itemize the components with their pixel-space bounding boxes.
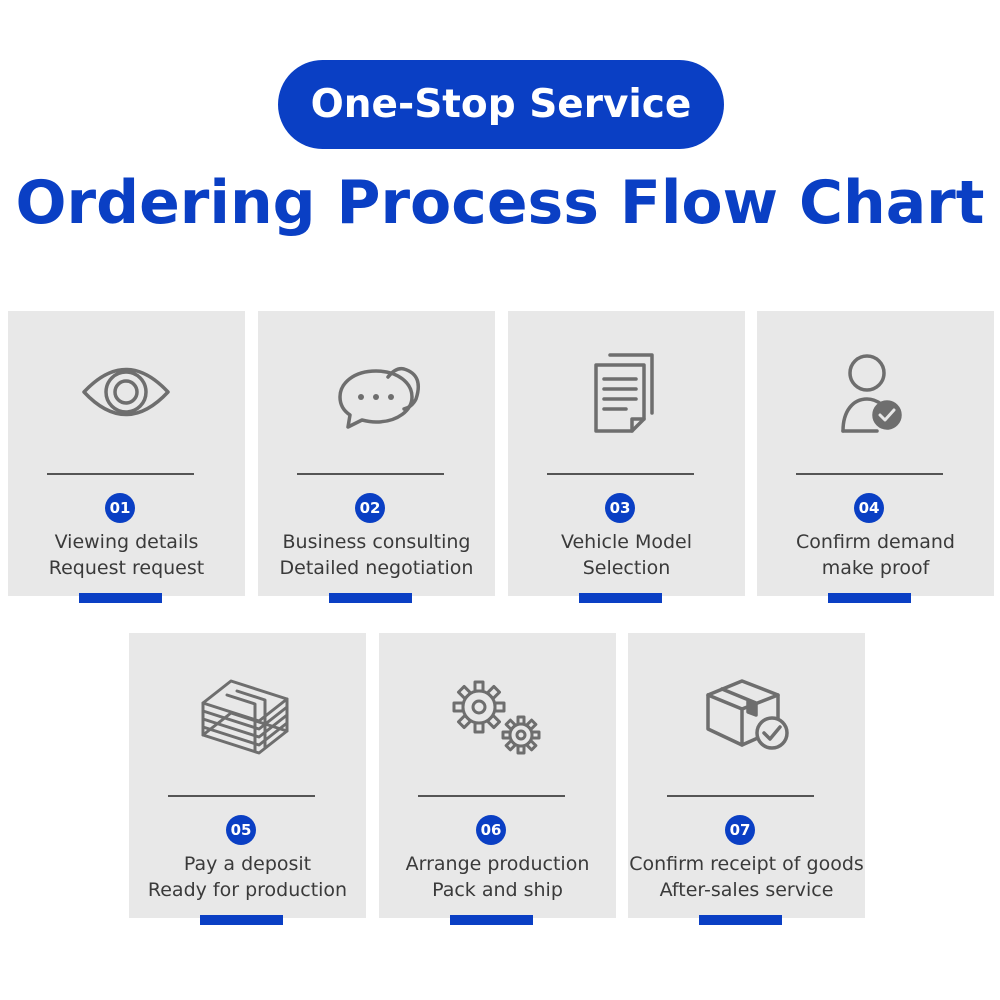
step-subtitle: Ready for production xyxy=(147,879,348,901)
step-subtitle: Pack and ship xyxy=(432,879,563,901)
step-number: 05 xyxy=(226,815,256,845)
package-check-icon xyxy=(686,669,806,759)
divider xyxy=(297,473,444,475)
accent-bar xyxy=(200,915,283,925)
divider xyxy=(667,795,814,797)
money-stack-icon xyxy=(187,669,307,759)
step-subtitle: After-sales service xyxy=(659,879,834,901)
step-number: 02 xyxy=(355,493,385,523)
eye-icon xyxy=(66,347,186,437)
step-card-02: 02 Business consulting Detailed negotiat… xyxy=(258,311,495,603)
accent-bar xyxy=(579,593,662,603)
step-title: Viewing details xyxy=(54,531,199,553)
divider xyxy=(796,473,943,475)
step-card-06: 06 Arrange production Pack and ship xyxy=(379,633,616,925)
step-number: 03 xyxy=(605,493,635,523)
step-number: 07 xyxy=(725,815,755,845)
step-title: Vehicle Model xyxy=(560,531,693,553)
accent-bar xyxy=(699,915,782,925)
step-subtitle: Request request xyxy=(48,557,205,579)
accent-bar xyxy=(79,593,162,603)
step-number: 06 xyxy=(476,815,506,845)
step-title: Confirm receipt of goods xyxy=(629,853,864,875)
step-card-07: 07 Confirm receipt of goods After-sales … xyxy=(628,633,865,925)
service-badge: One-Stop Service xyxy=(278,60,724,149)
step-card-03: 03 Vehicle Model Selection xyxy=(508,311,745,603)
divider xyxy=(47,473,194,475)
divider xyxy=(547,473,694,475)
accent-bar xyxy=(828,593,911,603)
step-number: 01 xyxy=(105,493,135,523)
documents-icon xyxy=(566,347,686,437)
step-subtitle: make proof xyxy=(821,557,930,579)
step-subtitle: Selection xyxy=(582,557,671,579)
step-card-04: 04 Confirm demand make proof xyxy=(757,311,994,603)
divider xyxy=(418,795,565,797)
step-title: Pay a deposit xyxy=(183,853,312,875)
chat-bubbles-icon xyxy=(316,347,436,437)
step-number: 04 xyxy=(854,493,884,523)
step-title: Confirm demand xyxy=(796,531,955,553)
divider xyxy=(168,795,315,797)
step-card-05: 05 Pay a deposit Ready for production xyxy=(129,633,366,925)
user-check-icon xyxy=(815,347,935,437)
gears-icon xyxy=(437,669,557,759)
page-title: Ordering Process Flow Chart xyxy=(15,168,985,238)
step-title: Business consulting xyxy=(282,531,471,553)
step-subtitle: Detailed negotiation xyxy=(279,557,474,579)
step-title: Arrange production xyxy=(405,853,590,875)
accent-bar xyxy=(450,915,533,925)
accent-bar xyxy=(329,593,412,603)
step-card-01: 01 Viewing details Request request xyxy=(8,311,245,603)
